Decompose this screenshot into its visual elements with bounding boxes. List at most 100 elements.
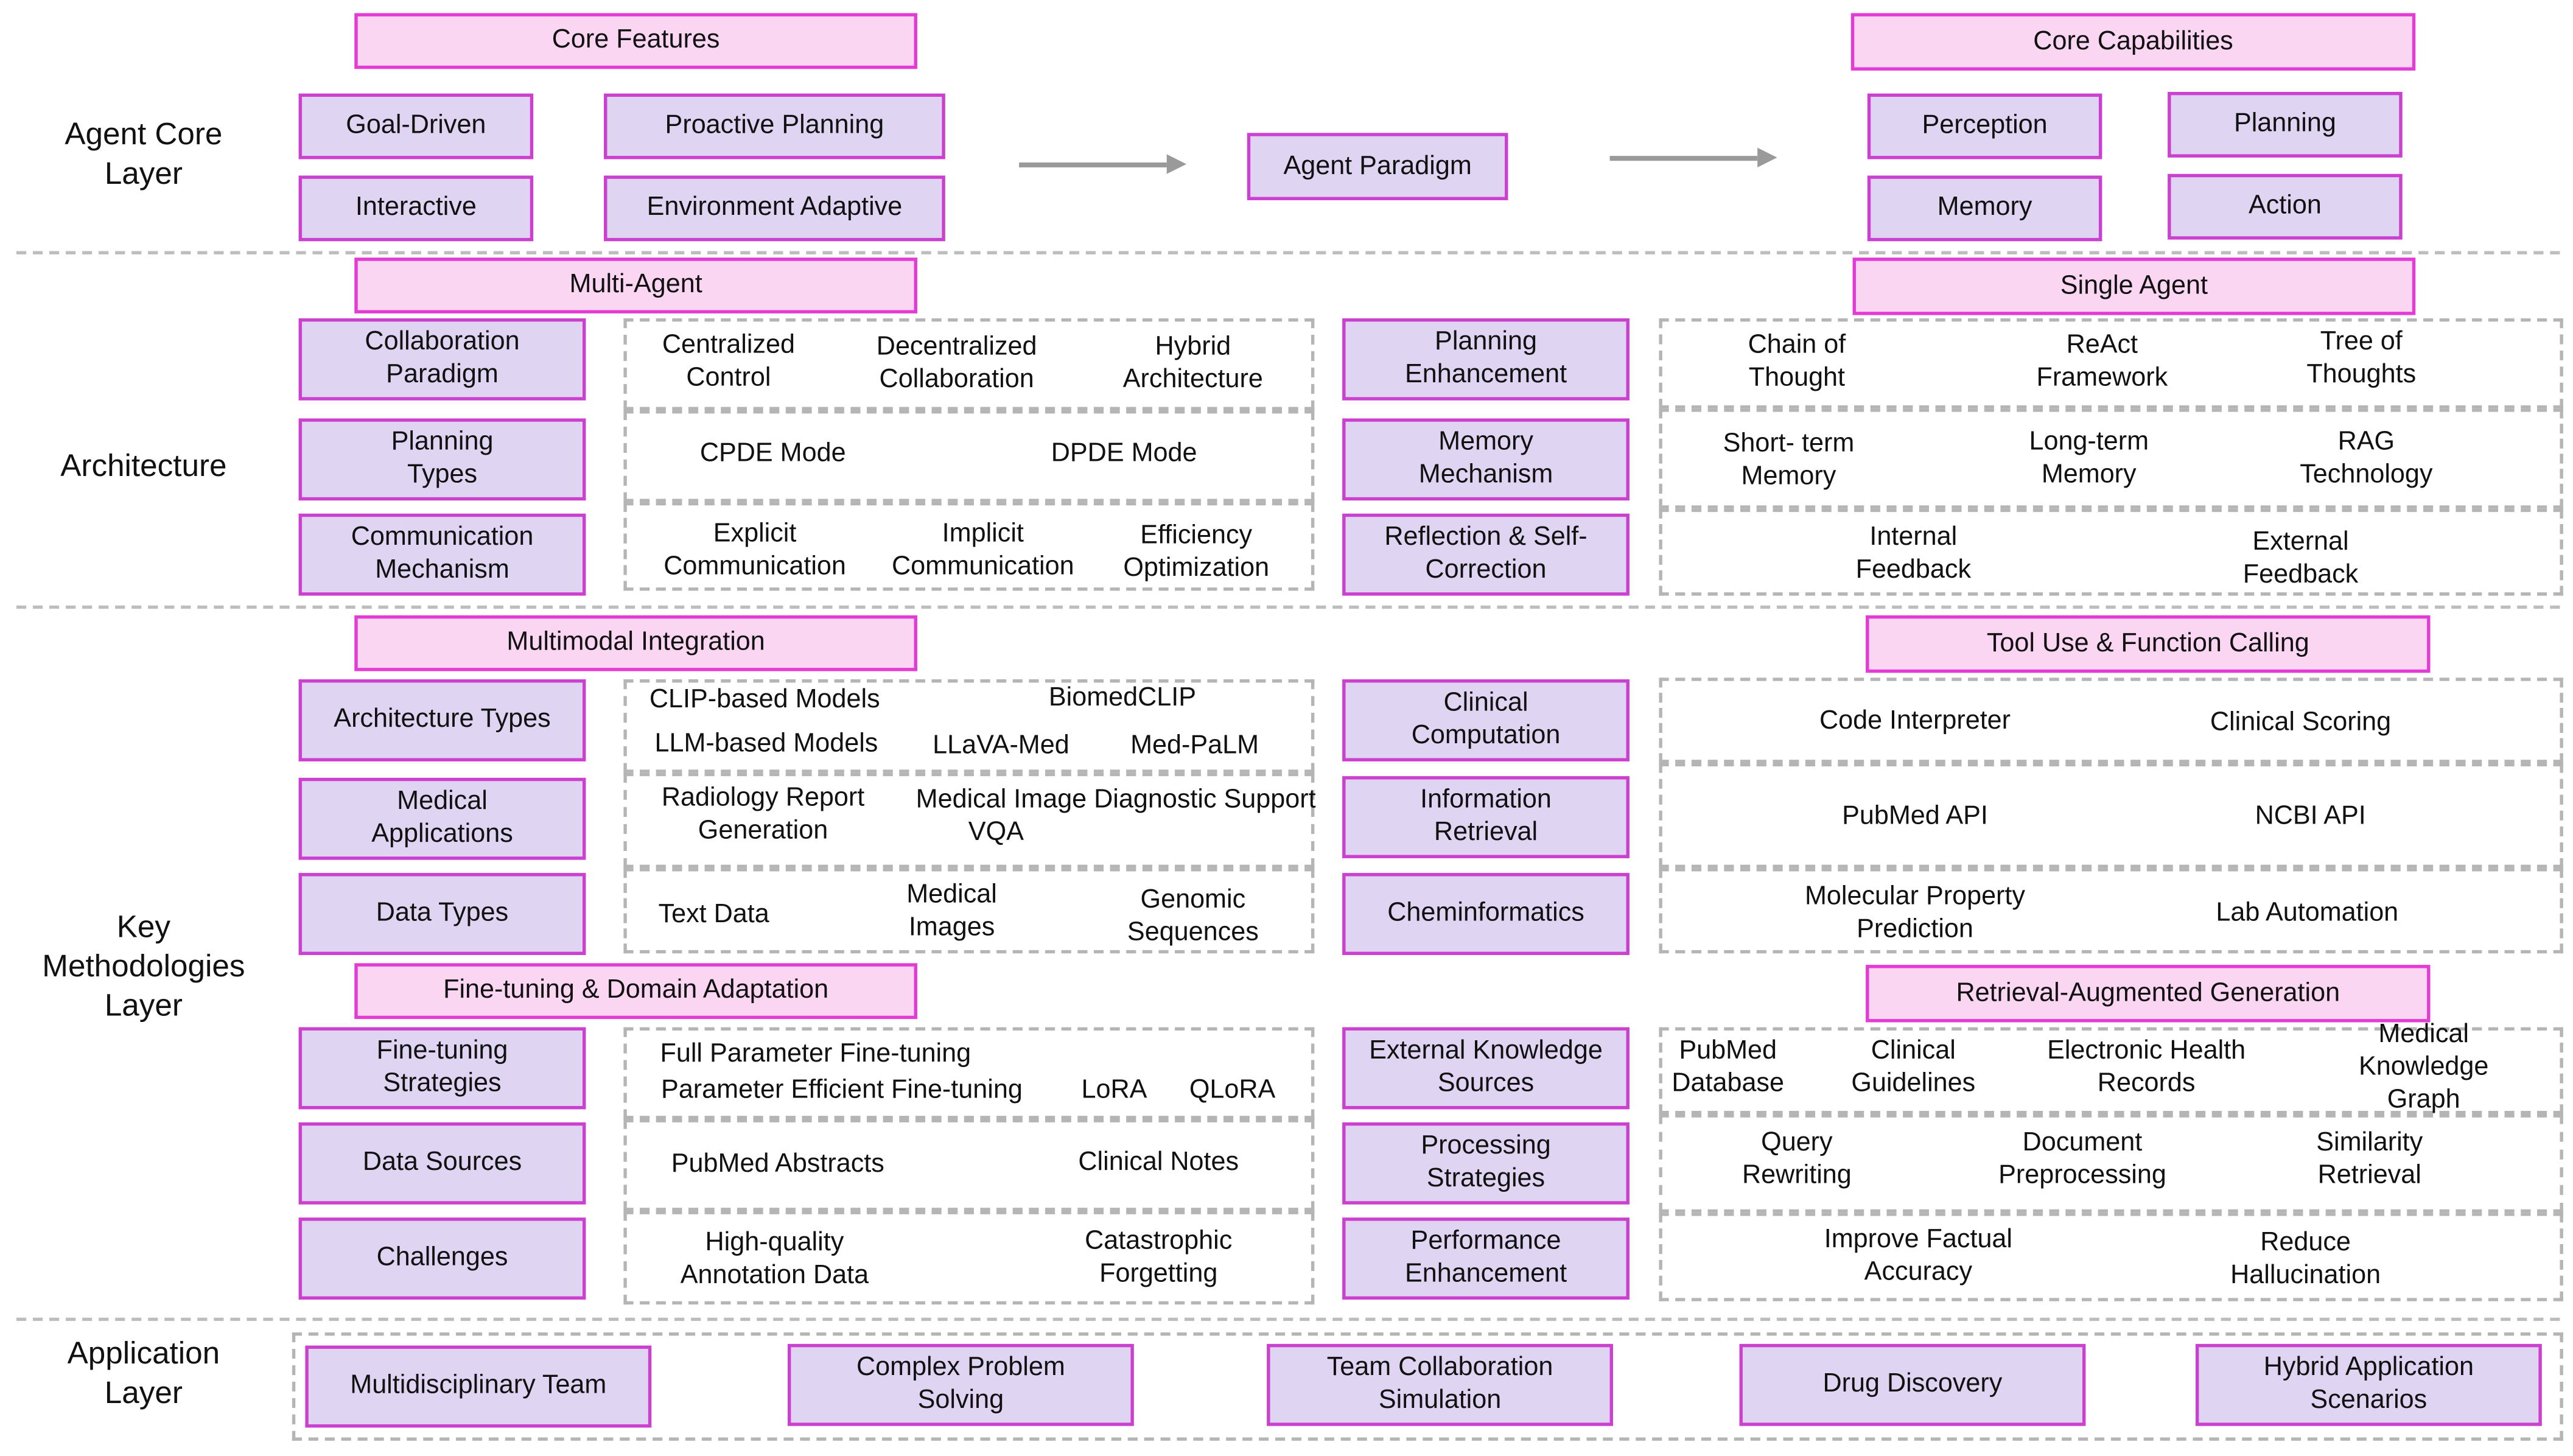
action-box: Action [2168,173,2403,240]
data-types-group [623,868,1315,954]
cheminformatics-box: Cheminformatics [1342,873,1630,955]
planning-enhancement-group [1659,318,2563,409]
pubmed-api-label: PubMed API [1842,802,1988,831]
biomedclip-label: BiomedCLIP [1048,684,1197,712]
react-framework-label: ReAct Framework [2036,331,2168,393]
collaboration-paradigm-group [623,318,1315,410]
separator-methods-application [16,1317,2560,1321]
perception-box: Perception [1867,93,2102,159]
finetuning-strategies-group [623,1027,1315,1119]
long-term-memory-label: Long-term Memory [2029,428,2149,489]
layer-label-agent-core: Agent Core Layer [65,118,223,192]
internal-feedback-label: Internal Feedback [1855,523,1972,584]
team-collaboration-simulation-box: Team Collaboration Simulation [1267,1343,1613,1426]
arrow-features-to-paradigm [1019,154,1187,174]
lora-label: LoRA [1081,1076,1147,1105]
full-parameter-label: Full Parameter Fine-tuning [660,1040,971,1068]
explicit-communication-label: Explicit Communication [663,520,846,581]
agent-paradigm-box: Agent Paradigm [1247,133,1508,200]
planning-types-box: Planning Types [298,418,586,501]
clinical-scoring-label: Clinical Scoring [2210,709,2392,737]
planning-types-group [623,410,1315,502]
pubmed-abstracts-label: PubMed Abstracts [671,1150,884,1178]
cpde-mode-label: CPDE Mode [699,439,846,468]
finetuning-strategies-box: Fine-tuning Strategies [298,1027,586,1110]
medical-applications-box: Medical Applications [298,777,586,860]
tool-use-header: Tool Use & Function Calling [1866,615,2431,673]
reflection-self-correction-box: Reflection & Self- Correction [1342,513,1630,596]
improve-factual-accuracy-label: Improve Factual Accuracy [1824,1225,2013,1287]
complex-problem-solving-box: Complex Problem Solving [787,1343,1134,1426]
clinical-guidelines-label: Clinical Guidelines [1851,1037,1976,1098]
medical-knowledge-graph-label: Medical Knowledge Graph [2358,1020,2489,1115]
external-knowledge-sources-box: External Knowledge Sources [1342,1027,1630,1110]
data-sources-group [623,1119,1315,1211]
architecture-types-box: Architecture Types [298,679,586,761]
reflection-group [1659,508,2563,596]
clinical-computation-group [1659,677,2563,763]
reduce-hallucination-label: Reduce Hallucination [2230,1229,2381,1290]
molecular-property-label: Molecular Property Prediction [1805,883,2025,944]
multi-agent-header: Multi-Agent [354,257,917,313]
information-retrieval-box: Information Retrieval [1342,776,1630,858]
multidisciplinary-team-box: Multidisciplinary Team [305,1345,652,1428]
clinical-notes-label: Clinical Notes [1078,1149,1239,1177]
rag-header: Retrieval-Augmented Generation [1866,965,2431,1023]
catastrophic-forgetting-label: Catastrophic Forgetting [1085,1227,1233,1289]
pubmed-database-label: PubMed Database [1672,1037,1785,1098]
layer-label-application: Application Layer [67,1337,220,1412]
challenges-box: Challenges [298,1217,586,1300]
dpde-mode-label: DPDE Mode [1051,439,1197,468]
environment-adaptive-box: Environment Adaptive [604,175,945,242]
query-rewriting-label: Query Rewriting [1742,1129,1852,1190]
collaboration-paradigm-box: Collaboration Paradigm [298,318,586,401]
memory-mechanism-group [1659,408,2563,509]
tree-of-thoughts-label: Tree of Thoughts [2306,328,2417,389]
med-palm-label: Med-PaLM [1130,732,1259,760]
proactive-planning-box: Proactive Planning [604,93,945,159]
processing-strategies-box: Processing Strategies [1342,1122,1630,1205]
llm-based-models-label: LLM-based Models [654,730,878,758]
similarity-retrieval-label: Similarity Retrieval [2316,1129,2423,1190]
memory-box: Memory [1867,175,2102,242]
separator-architecture-methods [16,605,2560,609]
efficiency-optimization-label: Efficiency Optimization [1123,522,1270,583]
challenges-group [623,1211,1315,1305]
communication-mechanism-box: Communication Mechanism [298,513,586,596]
code-interpreter-label: Code Interpreter [1819,707,2011,735]
medical-images-label: Medical Images [906,881,997,942]
multimodal-integration-header: Multimodal Integration [354,615,917,671]
clip-based-models-label: CLIP-based Models [649,685,880,714]
performance-enhancement-box: Performance Enhancement [1342,1217,1630,1300]
radiology-report-label: Radiology Report Generation [661,784,865,845]
architecture-types-group [623,679,1315,773]
vqa-label: VQA [968,819,1024,847]
planning-box: Planning [2168,91,2403,158]
finetuning-header: Fine-tuning & Domain Adaptation [354,963,917,1020]
layer-label-key-methodologies: Key Methodologies Layer [42,911,245,1024]
external-knowledge-group [1659,1027,2563,1115]
qlora-label: QLoRA [1189,1076,1276,1105]
parameter-efficient-label: Parameter Efficient Fine-tuning [661,1076,1023,1105]
layer-label-architecture: Architecture [60,449,227,485]
arrow-paradigm-to-capabilities [1609,147,1777,167]
document-preprocessing-label: Document Preprocessing [1998,1129,2166,1190]
single-agent-header: Single Agent [1852,257,2416,315]
communication-mechanism-group [623,502,1315,591]
hybrid-architecture-label: Hybrid Architecture [1122,333,1263,394]
ncbi-api-label: NCBI API [2255,802,2366,831]
lab-automation-label: Lab Automation [2216,899,2399,928]
separator-core-architecture [16,251,2560,254]
information-retrieval-group [1659,763,2563,869]
rag-technology-label: RAG Technology [2300,428,2433,489]
memory-mechanism-box: Memory Mechanism [1342,418,1630,501]
planning-enhancement-box: Planning Enhancement [1342,318,1630,401]
data-types-box: Data Types [298,873,586,955]
genomic-sequences-label: Genomic Sequences [1127,886,1259,947]
external-feedback-label: External Feedback [2242,528,2359,589]
high-quality-annotation-label: High-quality Annotation Data [680,1229,869,1290]
hybrid-application-scenarios-box: Hybrid Application Scenarios [2195,1343,2542,1426]
performance-enhancement-group [1659,1213,2563,1301]
interactive-box: Interactive [298,175,534,242]
